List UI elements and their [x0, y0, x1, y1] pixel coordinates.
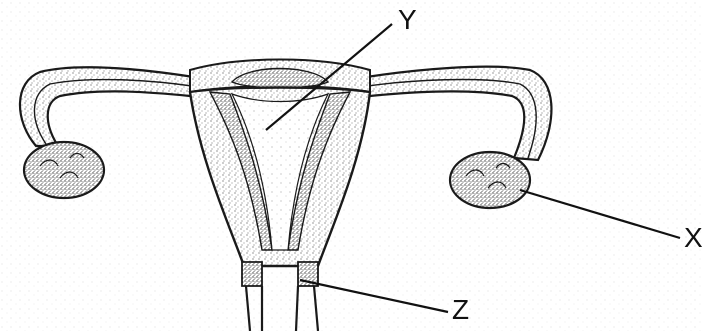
label-x: X — [684, 224, 703, 252]
label-z: Z — [452, 296, 469, 324]
right-ovary — [450, 152, 530, 208]
label-y: Y — [398, 6, 417, 34]
left-ovary — [24, 142, 104, 198]
